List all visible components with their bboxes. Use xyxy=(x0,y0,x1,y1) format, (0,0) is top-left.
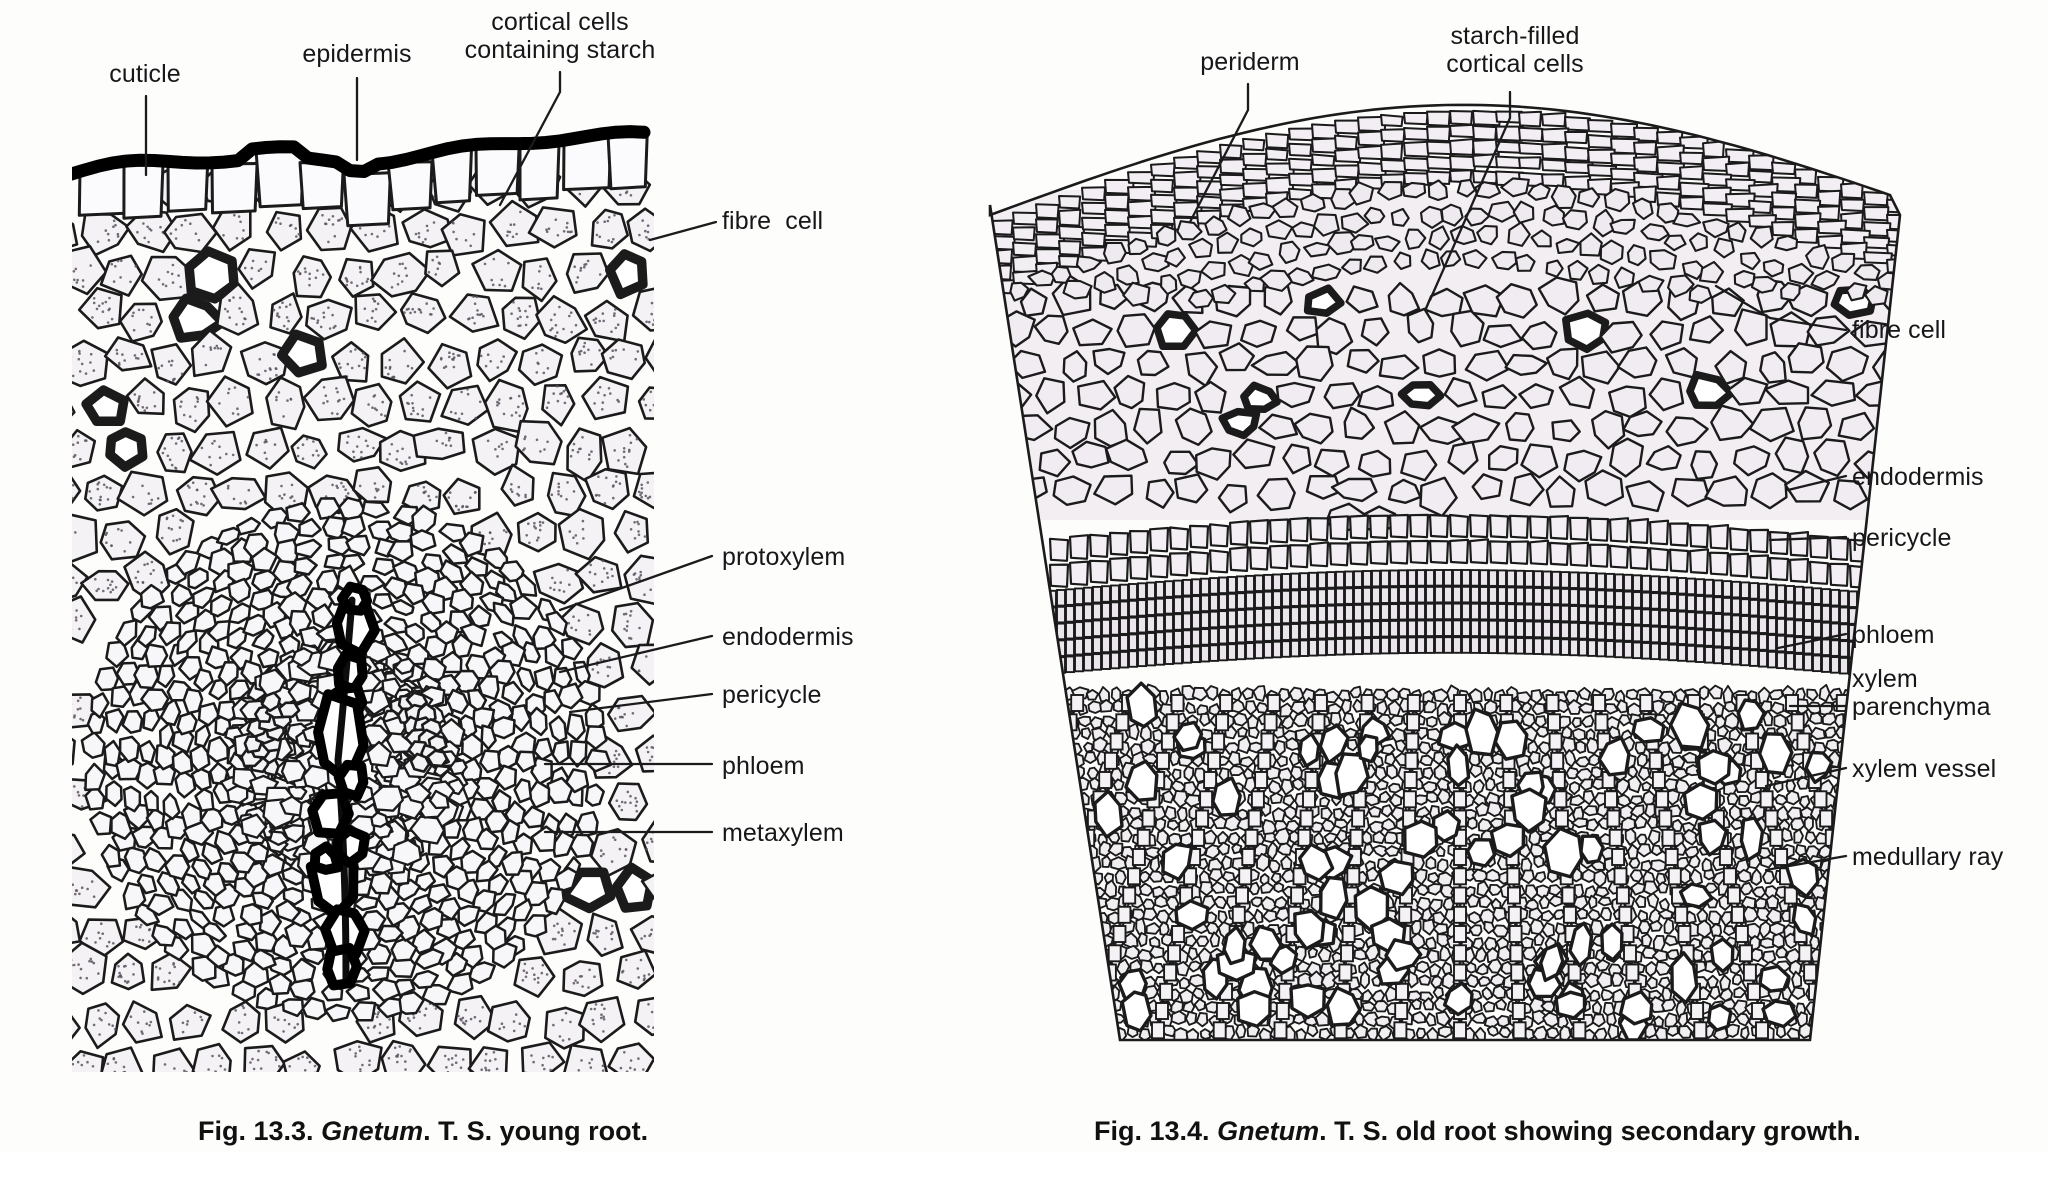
caption-13-3: Fig. 13.3. Gnetum. T. S. young root. xyxy=(168,1085,648,1178)
label-cortical-cells-starch: cortical cells containing starch xyxy=(430,8,690,64)
caption-13-4: Fig. 13.4. Gnetum. T. S. old root showin… xyxy=(1064,1085,1861,1178)
caption-13-3-prefix: Fig. 13.3. xyxy=(198,1116,314,1146)
label-epidermis: epidermis xyxy=(262,40,452,68)
label-fibre-cell: fibre cell xyxy=(722,207,972,235)
caption-13-4-prefix: Fig. 13.4. xyxy=(1094,1116,1210,1146)
figure-13-4 xyxy=(1000,0,2048,1152)
label-xylem-vessel: xylem vessel xyxy=(1852,755,2048,783)
label-pericycle-2: pericycle xyxy=(1852,524,2048,552)
label-pericycle: pericycle xyxy=(722,681,992,709)
caption-13-4-genus: Gnetum xyxy=(1217,1116,1319,1146)
figure-plate: cuticle epidermis cortical cells contain… xyxy=(0,0,2048,1152)
label-phloem-2: phloem xyxy=(1852,621,2048,649)
label-medullary-ray: medullary ray xyxy=(1852,843,2048,871)
label-cuticle: cuticle xyxy=(65,60,225,88)
label-phloem: phloem xyxy=(722,752,992,780)
figure-13-3 xyxy=(0,0,1000,1152)
label-starch-filled-cortical-cells: starch-filled cortical cells xyxy=(1380,22,1650,78)
old-root-section-drawing xyxy=(1000,0,2048,1152)
label-xylem-parenchyma: xylem parenchyma xyxy=(1852,665,2048,721)
label-periderm: periderm xyxy=(1140,48,1360,76)
caption-13-4-rest: . T. S. old root showing secondary growt… xyxy=(1319,1116,1861,1146)
label-protoxylem: protoxylem xyxy=(722,543,992,571)
caption-13-3-genus: Gnetum xyxy=(321,1116,423,1146)
young-root-section-drawing xyxy=(0,0,1000,1152)
label-metaxylem: metaxylem xyxy=(722,819,992,847)
label-fibre-cell-2: fibre cell xyxy=(1852,316,2048,344)
caption-13-3-rest: . T. S. young root. xyxy=(423,1116,648,1146)
label-endodermis-2: endodermis xyxy=(1852,463,2048,491)
label-endodermis: endodermis xyxy=(722,623,992,651)
